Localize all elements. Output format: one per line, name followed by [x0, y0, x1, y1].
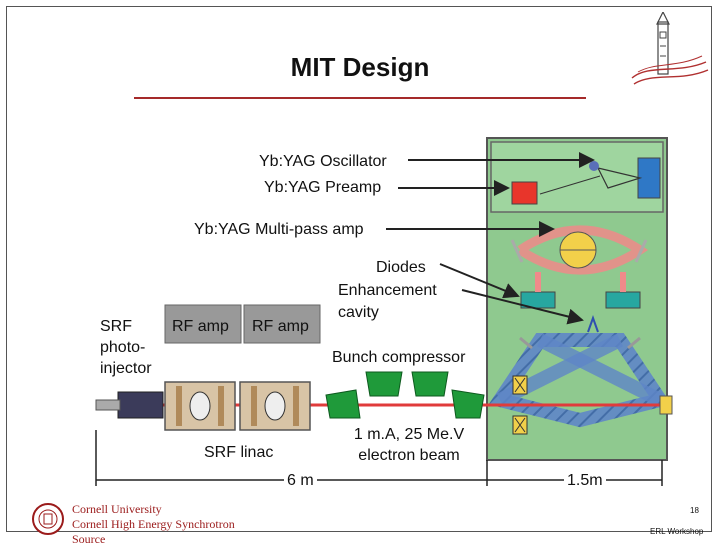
- beam-dump: [659, 395, 673, 415]
- diode-right: [605, 291, 641, 309]
- bc-magnet-2: [365, 371, 403, 397]
- label-electron-beam: electron beam: [358, 447, 460, 464]
- rf-amp-box-1: [164, 304, 242, 344]
- slide-border: [6, 6, 712, 532]
- label-oscillator: Yb:YAG Oscillator: [259, 153, 387, 170]
- enhancement-arrow: [461, 289, 584, 325]
- photoinjector-gun: [117, 391, 164, 419]
- cornell-logo: Cornell University Cornell High Energy S…: [30, 502, 258, 546]
- bc-magnet-3: [411, 371, 449, 397]
- label-srf-3: injector: [100, 360, 152, 377]
- label-beam-current: 1 m.A, 25 Me.V: [353, 426, 465, 443]
- bc-magnet-4: [451, 389, 485, 419]
- oscillator-mirror: [589, 161, 599, 171]
- clock-tower-logo: [631, 12, 709, 85]
- label-1-5m: 1.5m: [564, 471, 606, 490]
- label-srf-2: photo-: [100, 339, 146, 356]
- label-diodes: Diodes: [376, 259, 426, 276]
- title-rule: [134, 97, 586, 99]
- label-preamp: Yb:YAG Preamp: [264, 179, 382, 196]
- rf-amp-box-2: [243, 304, 321, 344]
- oscillator-beam: [597, 167, 643, 189]
- page-number: 18: [690, 506, 699, 515]
- preamp-block: [511, 181, 538, 205]
- label-bunch-compressor: Bunch compressor: [332, 349, 466, 366]
- slide-title: MIT Design: [290, 52, 430, 82]
- label-multipass: Yb:YAG Multi-pass amp: [194, 221, 364, 238]
- enhancement-peak: [587, 315, 599, 333]
- bc-magnet-1: [325, 389, 361, 419]
- footer-text: ERL Workshop: [650, 527, 704, 536]
- label-rf-amp-1: RF amp: [172, 318, 229, 335]
- cornell-seal-icon: [32, 503, 64, 535]
- logo-line-1: Cornell University: [72, 502, 162, 516]
- label-rf-amp-2: RF amp: [252, 318, 309, 335]
- label-srf-1: SRF: [100, 318, 132, 335]
- diodes-arrow: [439, 263, 520, 299]
- label-srf-linac: SRF linac: [204, 444, 274, 461]
- label-enhancement-cavity: cavity: [338, 304, 379, 321]
- label-enhancement: Enhancement: [338, 282, 437, 299]
- label-6m: 6 m: [284, 471, 317, 490]
- logo-line-2: Cornell High Energy Synchrotron Source: [72, 517, 235, 546]
